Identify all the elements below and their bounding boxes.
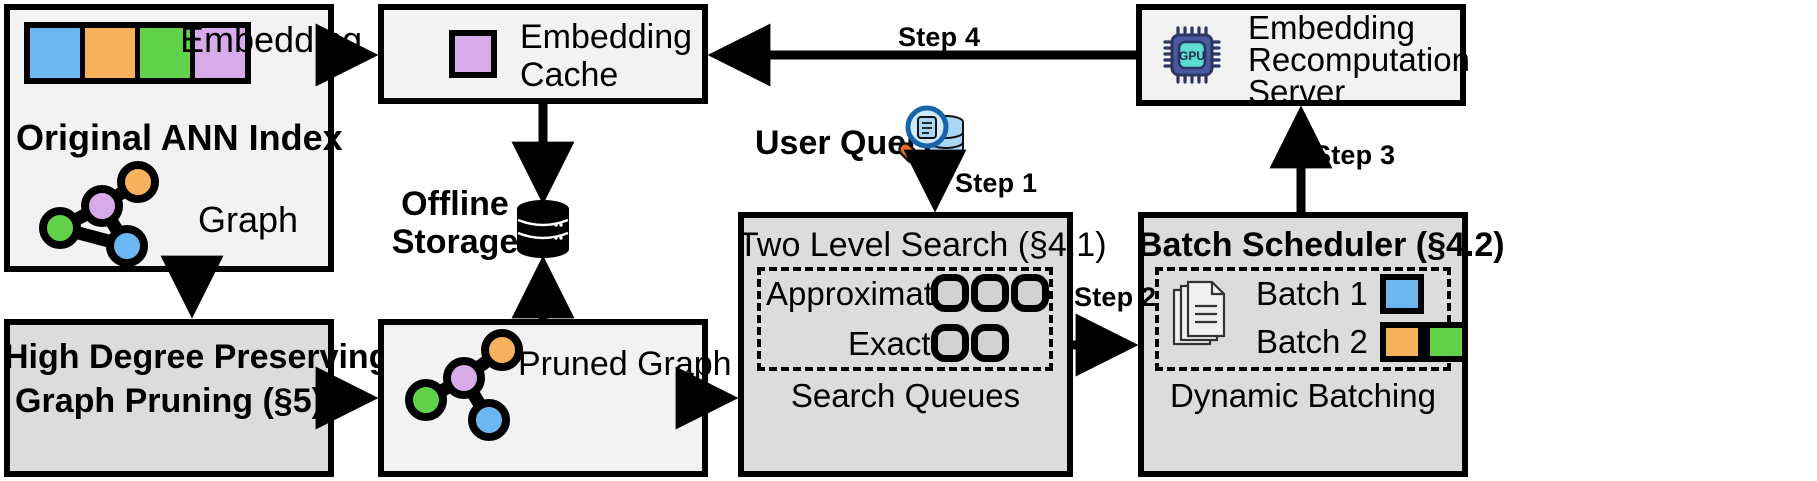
graph-pruning-line2: Graph Pruning (§5) bbox=[15, 382, 323, 420]
queue-slot-approx-3[interactable] bbox=[1011, 274, 1049, 312]
pruned-graph-label: Pruned Graph bbox=[518, 345, 732, 383]
node-two-level-search[interactable] bbox=[738, 212, 1073, 477]
offline-storage-line2: Storage bbox=[391, 223, 519, 261]
queue-slot-approx-1[interactable] bbox=[931, 274, 969, 312]
original-ann-index-title: Original ANN Index bbox=[16, 117, 343, 158]
batch-scheduler-title: Batch Scheduler (§4.2) bbox=[1138, 226, 1505, 264]
recomputation-server-line3: Server bbox=[1248, 73, 1346, 110]
svg-text:GPU: GPU bbox=[1179, 49, 1205, 63]
step-2-label: Step 2 bbox=[1074, 282, 1157, 312]
queue-slot-approx-2[interactable] bbox=[971, 274, 1009, 312]
magnifier-database-icon bbox=[898, 105, 964, 164]
search-row-label-exact: Exact bbox=[848, 325, 931, 362]
queue-slot-exact-2[interactable] bbox=[971, 324, 1009, 362]
batch-2-item-orange bbox=[1380, 322, 1424, 362]
original-graph-illustration bbox=[39, 161, 159, 267]
batch-1-label: Batch 1 bbox=[1256, 275, 1368, 312]
node-graph-pruning[interactable] bbox=[4, 319, 334, 477]
search-row-label-approximate: Approximate bbox=[766, 275, 952, 312]
offline-storage-line1: Offline bbox=[401, 185, 509, 223]
database-cylinder-icon bbox=[517, 200, 569, 258]
documents-stack-icon bbox=[1172, 280, 1226, 346]
step-1-label: Step 1 bbox=[955, 168, 1038, 198]
node-embedding-cache[interactable] bbox=[378, 4, 708, 104]
pruned-graph-illustration bbox=[405, 329, 523, 441]
queue-slot-exact-1[interactable] bbox=[931, 324, 969, 362]
step-4-label: Step 4 bbox=[898, 22, 981, 52]
recomputation-server-line2: Recomputation bbox=[1248, 41, 1470, 78]
search-queues-footer: Search Queues bbox=[790, 377, 1021, 414]
graph-pruning-line1: High Degree Preserving bbox=[4, 338, 390, 376]
search-queues-region bbox=[757, 267, 1053, 371]
step-3-label: Step 3 bbox=[1313, 140, 1396, 170]
gpu-chip-icon: GPU bbox=[1163, 26, 1221, 84]
batch-2-item-green bbox=[1424, 322, 1468, 362]
recomputation-server-line1: Embedding bbox=[1248, 9, 1415, 46]
embedding-cache-swatch bbox=[449, 30, 497, 78]
batch-2-label: Batch 2 bbox=[1256, 323, 1368, 360]
graph-label: Graph bbox=[198, 199, 299, 240]
embedding-cache-line2: Cache bbox=[520, 56, 619, 94]
two-level-search-title: Two Level Search (§4.1) bbox=[738, 226, 1107, 264]
dynamic-batching-footer: Dynamic Batching bbox=[1170, 377, 1436, 414]
batch-1-item-blue bbox=[1380, 274, 1424, 314]
dynamic-batching-region bbox=[1155, 267, 1451, 371]
embedding-label: Embedding bbox=[180, 19, 363, 60]
embedding-cache-line1: Embedding bbox=[520, 18, 693, 56]
embedding-swatch-row bbox=[24, 22, 251, 84]
